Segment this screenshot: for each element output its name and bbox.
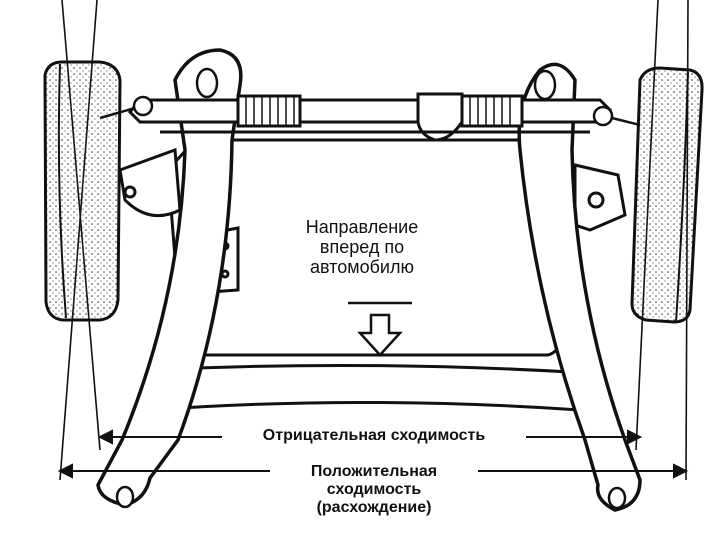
steering-rack [127, 92, 613, 142]
direction-label-line1: Направление [305, 217, 419, 237]
left-wheel [43, 60, 122, 322]
positive-toe-label: Положительная сходимость (расхождение) [270, 463, 478, 517]
positive-toe-label-line2: сходимость [326, 480, 422, 498]
tie-rod-ends [99, 95, 641, 127]
positive-toe-label-line1: Положительная [310, 463, 438, 480]
negative-toe-label: Отрицательная сходимость [222, 427, 526, 445]
direction-arrow-icon [348, 301, 412, 357]
direction-label-line2: вперед по [319, 237, 405, 258]
rack-bellows-ribs [245, 96, 511, 126]
positive-toe-label-line3: (расхождение) [316, 498, 432, 516]
suspension-arms [96, 48, 642, 512]
right-wheel [630, 66, 704, 324]
direction-label-line3: автомобилю [310, 257, 414, 278]
direction-label: Направление вперед по автомобилю [282, 217, 442, 277]
